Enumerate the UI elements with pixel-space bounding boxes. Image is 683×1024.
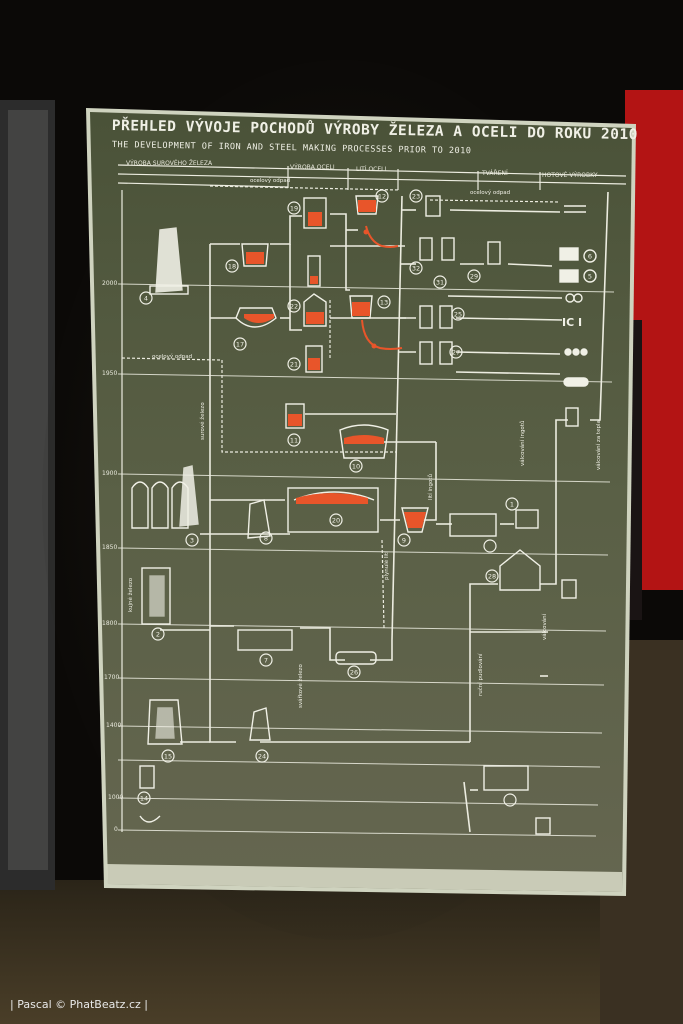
station-number: 15 [164,753,172,761]
header-steel-casting: LITÍ OCELI [356,166,387,173]
station-number: 26 [350,669,358,677]
header-steel-production: VÝROBA OCELI [290,164,335,171]
station-number: 28 [488,573,496,581]
station-number: 19 [290,205,298,213]
station-number: 20 [332,517,340,525]
svg-text:válcování: válcování [541,613,548,640]
header-forming: TVÁŘENÍ [482,170,508,177]
station-number: 11 [290,437,298,445]
station-number: 4 [144,295,148,303]
year-label: 1950 [102,370,118,377]
year-label: 1400 [106,722,122,729]
station-number: 22 [290,303,298,311]
station-number: 25 [454,311,462,319]
year-label: 2000 [102,280,118,287]
svg-text:svářkové železo: svářkové železo [297,663,304,708]
station-number: 5 [588,273,592,281]
station-number: 7 [264,657,268,665]
year-label: 1000 [108,794,124,801]
station-number: 27 [452,349,460,357]
year-label: 0 [114,826,118,833]
header-iron-production: VÝROBA SUROVÉHO ŽELEZA [126,160,213,167]
svg-text:surové železo: surové železo [199,402,206,440]
station-number: 10 [352,463,360,471]
year-label: 1900 [102,470,118,477]
year-label: 1700 [104,674,120,681]
station-number: 6 [588,253,592,261]
svg-text:ocelový odpad: ocelový odpad [250,177,290,184]
info-panel: IC I 6 5 4 3 2 [86,108,636,896]
year-label: 1800 [102,620,118,627]
station-number: 32 [412,265,420,273]
station-number: 14 [140,795,148,803]
station-number: 13 [380,299,388,307]
svg-text:lití ingotů: lití ingotů [427,474,434,500]
svg-text:ocelový odpad: ocelový odpad [152,353,192,360]
station-number: 18 [228,263,236,271]
station-number: 1 [510,501,514,509]
station-number: 23 [412,193,420,201]
svg-text:IC I: IC I [562,316,582,329]
year-label: 1850 [102,544,118,551]
station-number: 29 [470,273,478,281]
station-number: 21 [290,361,298,369]
svg-text:ocelový odpad: ocelový odpad [470,189,510,196]
svg-text:kujné železo: kujné železo [127,577,134,612]
station-number: 3 [190,537,194,545]
header-finished-products: HOTOVÉ VÝROBKY [542,172,598,179]
station-number: 9 [402,537,406,545]
svg-text:válcování ingotů: válcování ingotů [519,421,526,466]
station-number: 2 [156,631,160,639]
station-number: 8 [264,535,268,543]
station-number: 31 [436,279,444,287]
svg-text:plynulé lití: plynulé lití [383,551,390,580]
svg-text:ruční pudlování: ruční pudlování [477,653,484,696]
station-number: 24 [258,753,266,761]
station-number: 12 [378,193,386,201]
photo-credit: | Pascal © PhatBeatz.cz | [10,998,148,1011]
svg-text:válcování za tepla: válcování za tepla [595,420,602,470]
station-number: 17 [236,341,244,349]
